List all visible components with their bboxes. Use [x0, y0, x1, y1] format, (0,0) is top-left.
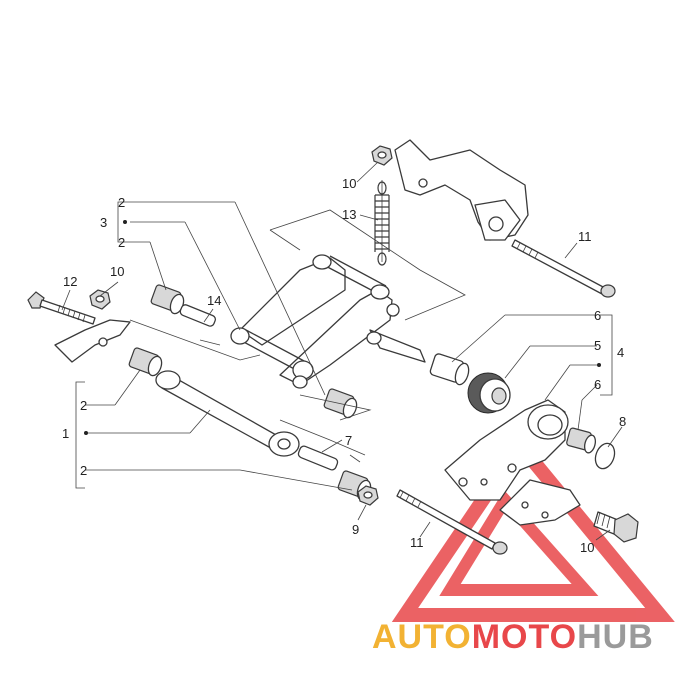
callout-11a: 11: [578, 229, 592, 244]
callout-2c: 2: [80, 398, 87, 413]
watermark-word-hub: HUB: [577, 618, 654, 656]
callout-10c: 10: [580, 540, 594, 555]
watermark-triangle-inner: [439, 489, 599, 596]
callout-7: 7: [345, 433, 352, 448]
leader-lines: [61, 161, 623, 541]
bullet-dots: [84, 220, 601, 435]
callout-labels: 2 3 2 10 12 14 2 1 2 10 13 11 6 5 4 6 8 …: [62, 176, 626, 555]
callout-10b: 10: [342, 176, 356, 191]
watermark-wordmark: AUTOMOTOHUB: [372, 618, 654, 656]
callout-13: 13: [342, 207, 356, 222]
frame-bracket: [394, 139, 529, 241]
callout-2b: 2: [118, 235, 125, 250]
engine-bracket: [444, 399, 581, 526]
bolt-left: [27, 291, 131, 363]
bushing-parts: [128, 284, 372, 501]
callout-2a: 2: [118, 195, 125, 210]
long-bolts: [396, 239, 616, 555]
callout-12: 12: [63, 274, 77, 289]
callout-6b: 6: [594, 377, 601, 392]
watermark-text: AUTOMOTOHUB: [372, 618, 654, 656]
callout-14: 14: [207, 293, 221, 308]
bolt-lower-right: [593, 511, 639, 543]
callout-1: 1: [62, 426, 69, 441]
reference-outline-lower: [129, 319, 372, 463]
watermark-word-auto: AUTO: [372, 618, 472, 656]
reference-outline-upper: [269, 209, 466, 321]
pivot-shaft: [155, 370, 300, 457]
callout-11b: 11: [410, 535, 424, 550]
bearing-group: [429, 353, 616, 470]
callout-2d: 2: [80, 463, 87, 478]
swingarm-linkage: [230, 254, 426, 389]
callout-9: 9: [352, 522, 359, 537]
callout-3: 3: [100, 215, 107, 230]
callout-4: 4: [617, 345, 624, 360]
small-pins: [179, 304, 339, 471]
callout-6a: 6: [594, 308, 601, 323]
callout-8: 8: [619, 414, 626, 429]
callout-5: 5: [594, 338, 601, 353]
callout-10a: 10: [110, 264, 124, 279]
spring: [374, 180, 390, 266]
watermark-word-moto: MOTO: [472, 618, 577, 656]
